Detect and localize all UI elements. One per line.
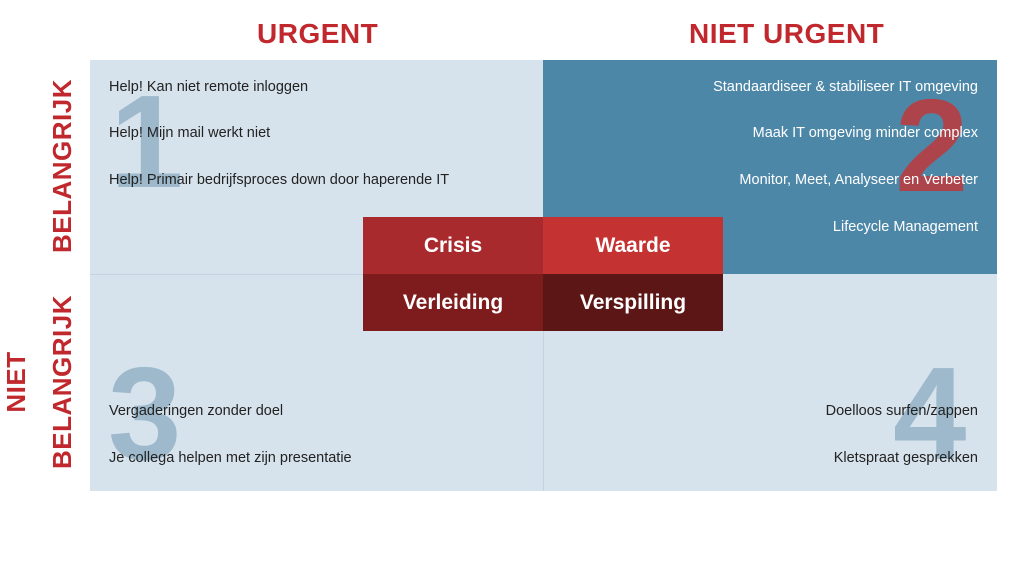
quadrant-1-number: 1 [110, 68, 184, 215]
label-verleiding: Verleiding [363, 274, 543, 331]
header-belangrijk: BELANGRIJK [47, 78, 77, 253]
divider-horizontal [90, 274, 543, 275]
quadrant-3-number: 3 [108, 340, 182, 487]
q2-item: Maak IT omgeving minder complex [752, 125, 978, 141]
header-niet-belangrijk-word: BELANGRIJK [47, 294, 77, 469]
q1-item: Help! Mijn mail werkt niet [109, 125, 271, 141]
q4-item: Doelloos surfen/zappen [825, 403, 978, 419]
header-niet: NIET [1, 351, 31, 413]
q3-item: Je collega helpen met zijn presentatie [109, 450, 352, 466]
header-niet-urgent: NIET URGENT [689, 18, 885, 49]
q2-item: Lifecycle Management [832, 219, 978, 235]
q4-item: Kletspraat gesprekken [833, 450, 978, 466]
quadrant-4-number: 4 [893, 340, 967, 487]
q2-item: Standaardiseer & stabiliseer IT omgeving [713, 79, 978, 95]
divider-vertical [543, 274, 544, 491]
label-crisis: Crisis [363, 217, 543, 274]
q3-item: Vergaderingen zonder doel [109, 403, 284, 419]
header-urgent: URGENT [257, 18, 379, 49]
q1-item: Help! Primair bedrijfsproces down door h… [109, 172, 450, 188]
quadrant-2-number: 2 [895, 72, 969, 219]
q2-item: Monitor, Meet, Analyseer en Verbeter [739, 172, 978, 188]
label-verspilling: Verspilling [543, 274, 723, 331]
label-waarde: Waarde [543, 217, 723, 274]
q1-item: Help! Kan niet remote inloggen [109, 79, 309, 95]
